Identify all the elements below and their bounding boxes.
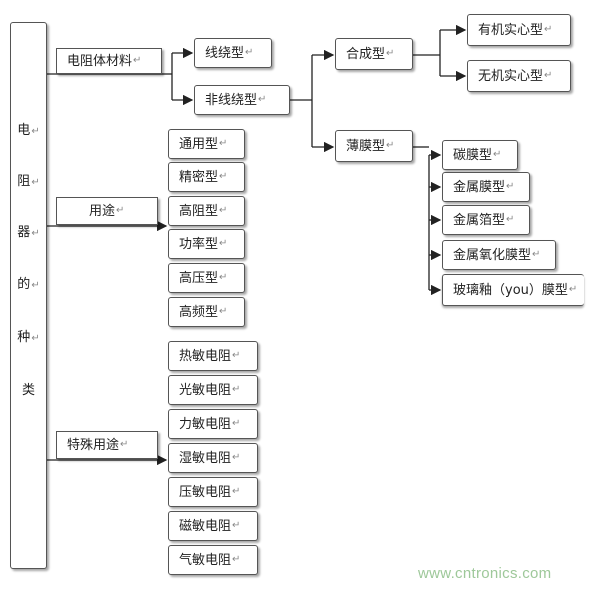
wire-wound-box: 线绕型↵ bbox=[194, 38, 272, 68]
usage-item: 高阻型↵ bbox=[168, 196, 245, 226]
category-usage-box: 用途↵ bbox=[56, 197, 158, 225]
root-char: 的↵ bbox=[17, 277, 40, 292]
non-wire-wound-box: 非线绕型↵ bbox=[194, 85, 290, 115]
category-special-box: 特殊用途↵ bbox=[56, 431, 158, 459]
inorganic-solid-box: 无机实心型↵ bbox=[467, 60, 571, 92]
film-item-glass-glaze: 玻璃釉（you）膜型↵ bbox=[442, 274, 584, 306]
film-item-metal-foil: 金属箔型↵ bbox=[442, 205, 530, 235]
organic-solid-box: 有机实心型↵ bbox=[467, 14, 571, 46]
root-resistor-types-box: 电↵ 阻↵ 器↵ 的↵ 种↵ 类 bbox=[10, 22, 47, 569]
special-item: 力敏电阻↵ bbox=[168, 409, 258, 439]
special-item: 热敏电阻↵ bbox=[168, 341, 258, 371]
special-item: 光敏电阻↵ bbox=[168, 375, 258, 405]
film-item-carbon: 碳膜型↵ bbox=[442, 140, 518, 170]
synthetic-box: 合成型↵ bbox=[335, 38, 413, 70]
root-char: 种↵ bbox=[17, 330, 40, 345]
thin-film-box: 薄膜型↵ bbox=[335, 130, 413, 162]
special-item: 气敏电阻↵ bbox=[168, 545, 258, 575]
special-item: 压敏电阻↵ bbox=[168, 477, 258, 507]
usage-item: 功率型↵ bbox=[168, 229, 245, 259]
root-char: 类 bbox=[21, 383, 35, 398]
usage-item: 高压型↵ bbox=[168, 263, 245, 293]
usage-item: 高频型↵ bbox=[168, 297, 245, 327]
special-item: 磁敏电阻↵ bbox=[168, 511, 258, 541]
watermark: www.cntronics.com bbox=[418, 565, 552, 582]
root-char: 阻↵ bbox=[17, 174, 40, 189]
usage-item: 精密型↵ bbox=[168, 162, 245, 192]
usage-item: 通用型↵ bbox=[168, 129, 245, 159]
special-item: 湿敏电阻↵ bbox=[168, 443, 258, 473]
root-char: 器↵ bbox=[17, 225, 40, 240]
root-char: 电↵ bbox=[17, 123, 40, 138]
category-material-box: 电阻体材料↵ bbox=[56, 48, 162, 74]
film-item-metal-oxide: 金属氧化膜型↵ bbox=[442, 240, 556, 270]
film-item-metal: 金属膜型↵ bbox=[442, 172, 530, 202]
